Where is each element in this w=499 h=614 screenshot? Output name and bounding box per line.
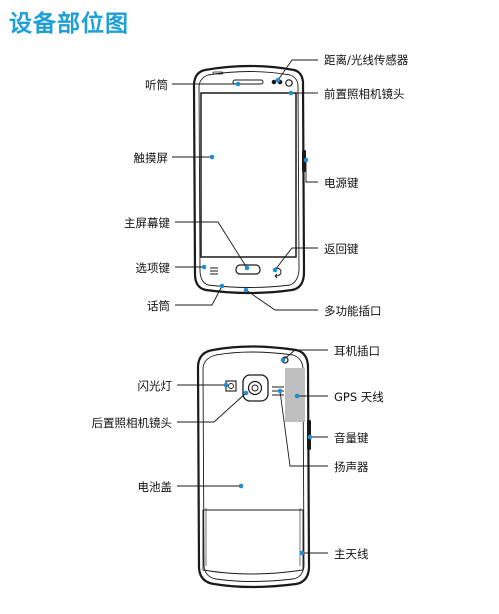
label-gps-antenna: GPS 天线 (334, 390, 384, 404)
label-power-key: 电源键 (324, 176, 359, 190)
label-rear-camera: 后置照相机镜头 (91, 416, 173, 430)
label-earpiece: 听筒 (145, 78, 168, 92)
label-proximity-sensor: 距离/光线传感器 (324, 53, 409, 67)
label-headset-jack: 耳机插口 (334, 344, 380, 358)
label-flash: 闪光灯 (137, 379, 173, 393)
label-speaker: 扬声器 (334, 460, 369, 474)
label-front-camera: 前置照相机镜头 (324, 87, 405, 101)
label-main-antenna: 主天线 (334, 547, 369, 561)
label-touch-screen: 触摸屏 (133, 151, 169, 165)
label-back-cover: 电池盖 (137, 480, 173, 494)
label-multipurpose-jack: 多功能插口 (324, 304, 382, 318)
label-volume-key: 音量键 (334, 431, 369, 445)
front-phone-illustration (192, 64, 306, 295)
label-menu-key: 选项键 (135, 261, 171, 275)
page-title: 设备部位图 (9, 11, 129, 37)
label-microphone: 话筒 (147, 299, 170, 313)
label-back-key: 返回键 (324, 242, 359, 256)
callout-dots (201, 77, 313, 556)
back-phone-illustration (196, 345, 311, 589)
label-home-key: 主屏幕键 (124, 216, 170, 230)
callout-lines (172, 59, 328, 554)
